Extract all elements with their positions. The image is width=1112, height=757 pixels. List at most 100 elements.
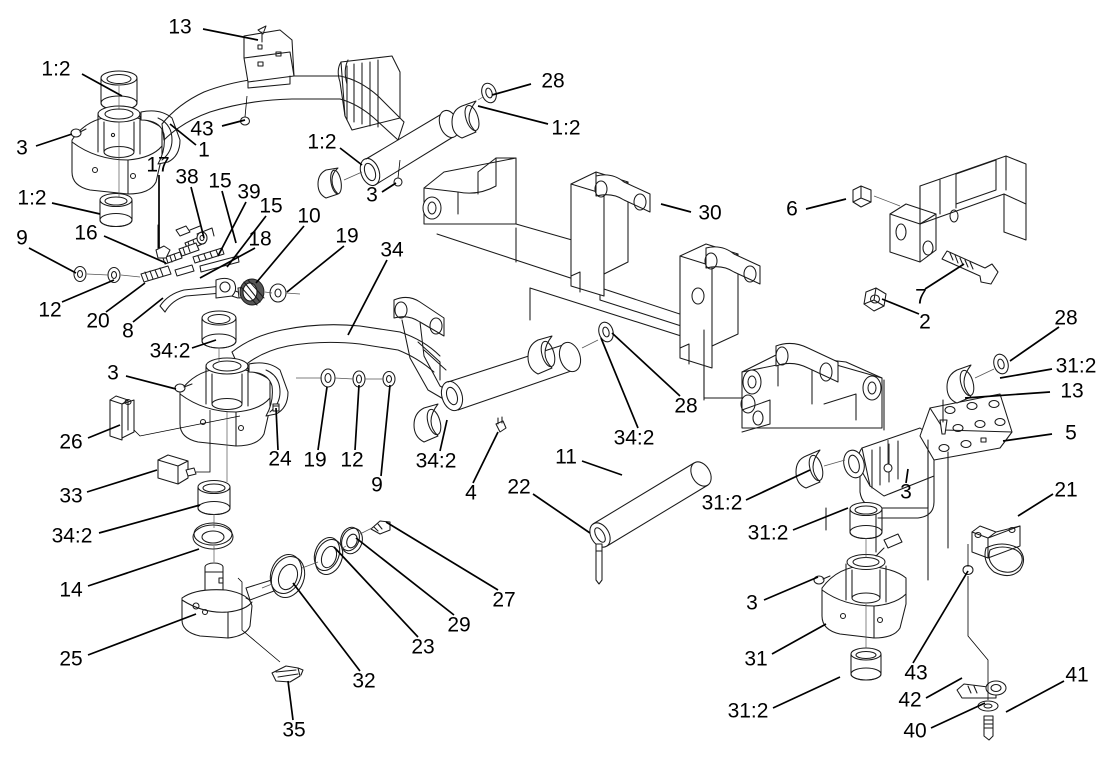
callout-label-42: 42 — [898, 688, 922, 712]
callout-label-23: 23 — [411, 635, 435, 659]
leader-line-3 — [763, 576, 819, 601]
callout-label-3: 3 — [366, 183, 378, 207]
threaded-rod-20 — [140, 265, 172, 283]
leader-line-31 — [771, 623, 827, 655]
leader-line-19 — [286, 245, 345, 293]
leader-line-28 — [491, 83, 532, 96]
callout-label-31-2: 31:2 — [747, 521, 789, 545]
bushing-top-right — [849, 501, 883, 540]
bracket-21 — [971, 525, 1025, 577]
callout-label-12: 12 — [38, 298, 62, 322]
rod-end-42 — [956, 680, 1007, 699]
callout-label-32: 32 — [352, 669, 376, 693]
leader-line-34 — [347, 259, 388, 336]
callout-label-13: 13 — [1060, 379, 1084, 403]
leader-line-23 — [333, 546, 419, 638]
leader-line-32 — [292, 582, 361, 672]
leader-line-43 — [912, 570, 969, 664]
callout-label-2: 2 — [919, 310, 931, 334]
callout-label-10: 10 — [297, 204, 321, 228]
bushing-right-of-tube — [451, 100, 480, 139]
callout-leader-lines — [28, 28, 1065, 729]
leader-line-3 — [905, 468, 909, 484]
callout-label-28: 28 — [674, 394, 698, 418]
callout-label-1-2: 1:2 — [307, 130, 337, 154]
bushing-31-2-left — [795, 449, 824, 489]
spindle-housing-left-lower — [174, 357, 289, 447]
callout-label-19: 19 — [335, 224, 359, 248]
front-axle-beam-lower — [231, 296, 614, 443]
grease-zerk-13-right — [939, 399, 948, 435]
bushing-left-of-tube — [317, 167, 342, 199]
leader-line-24 — [275, 407, 279, 451]
callout-label-31-2: 31:2 — [727, 699, 769, 723]
leader-line-4 — [472, 431, 499, 484]
leader-line-26 — [87, 424, 121, 439]
callout-label-19: 19 — [303, 448, 327, 472]
leader-line-27 — [385, 521, 499, 591]
callout-label-25: 25 — [59, 647, 83, 671]
leader-line-5 — [1002, 433, 1053, 442]
callout-label-39: 39 — [237, 180, 261, 204]
leader-line-18 — [199, 247, 256, 279]
callout-label-8: 8 — [122, 319, 134, 343]
leader-line-30 — [660, 203, 692, 213]
washer-stack-bottom — [261, 520, 391, 599]
callout-label-3: 3 — [107, 361, 119, 385]
spindle-housing-right — [813, 533, 907, 639]
callout-label-40: 40 — [903, 719, 927, 743]
spindle-25 — [181, 562, 283, 663]
callout-label-3: 3 — [16, 136, 28, 160]
nut-6 — [852, 185, 872, 208]
leader-line-28 — [1009, 326, 1060, 362]
right-spindle-group — [795, 353, 1025, 741]
callout-label-28: 28 — [1054, 306, 1078, 330]
callout-label-11: 11 — [555, 445, 577, 469]
spindle-housing-left-upper — [70, 105, 181, 195]
leader-line-22 — [532, 493, 591, 534]
leader-line-3 — [125, 375, 177, 390]
leader-line-1 — [169, 123, 197, 146]
bolt-41 — [983, 715, 994, 741]
leader-line-42 — [925, 677, 963, 699]
callout-label-20: 20 — [86, 309, 110, 333]
leader-line-43 — [221, 119, 246, 127]
callout-label-34-2: 34:2 — [613, 426, 655, 450]
nut-2 — [863, 287, 887, 312]
leader-line-19 — [317, 386, 328, 451]
leader-line-28 — [611, 332, 681, 397]
callout-label-34-2: 34:2 — [149, 339, 191, 363]
callout-label-43: 43 — [904, 661, 928, 685]
leader-line-7 — [924, 263, 965, 290]
callout-label-38: 38 — [175, 165, 199, 189]
callout-label-33: 33 — [59, 484, 83, 508]
leader-line-31-2 — [792, 507, 849, 531]
callout-label-1: 1 — [198, 138, 210, 162]
leader-line-31-2 — [745, 469, 811, 501]
callout-label-17: 17 — [146, 153, 170, 177]
washer-14 — [192, 522, 234, 550]
bushing-mid-left-lower — [197, 479, 231, 516]
leader-line-21 — [1017, 493, 1054, 517]
callout-label-34: 34 — [380, 238, 404, 262]
retaining-clip-35 — [271, 665, 304, 683]
leader-line-15 — [221, 190, 237, 244]
leader-line-13 — [964, 391, 1051, 399]
left-lower-spindle-group — [109, 310, 304, 683]
leader-line-41 — [1005, 680, 1065, 713]
callout-label-1-2: 1:2 — [41, 57, 71, 81]
small-fastener-cluster — [155, 224, 240, 277]
leader-line-13 — [202, 28, 259, 41]
callout-label-34-2: 34:2 — [415, 449, 457, 473]
leader-line-34-2 — [439, 419, 448, 452]
callout-label-35: 35 — [282, 718, 306, 742]
callout-label-26: 26 — [59, 430, 83, 454]
callout-label-30: 30 — [698, 201, 722, 225]
knurled-bushing-10 — [239, 278, 265, 306]
leader-line-10 — [255, 225, 305, 284]
bushing-bottom-left — [99, 192, 133, 228]
left-upper-spindle-group — [70, 70, 181, 228]
leader-line-35 — [287, 680, 294, 721]
leader-line-34-2 — [98, 504, 201, 534]
